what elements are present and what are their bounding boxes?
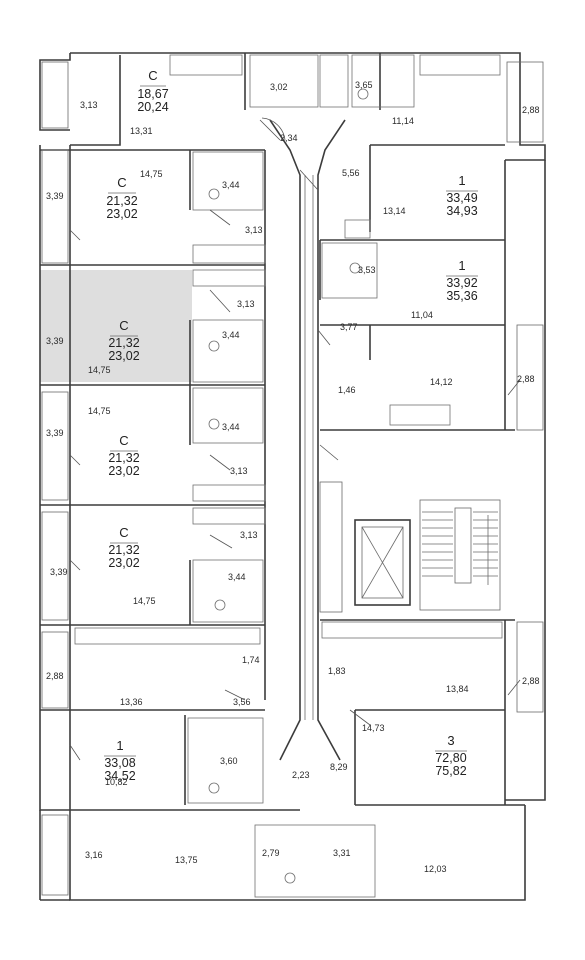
room-area: 13,14	[383, 206, 406, 216]
room-area: 2,88	[522, 105, 540, 115]
apartment-label-1-3308[interactable]: 1 33,08 34,52	[104, 738, 136, 783]
stairwell	[319, 481, 501, 613]
room-area: 12,03	[424, 864, 447, 874]
apartment-label-1-3392[interactable]: 1 33,92 35,36	[446, 258, 478, 303]
room-area: 3,31	[333, 848, 351, 858]
room-area: 3,39	[50, 567, 68, 577]
room-area: 3,60	[220, 756, 238, 766]
svg-text:23,02: 23,02	[108, 349, 139, 363]
selected-apartment-highlight	[80, 270, 192, 382]
svg-text:21,32: 21,32	[108, 451, 139, 465]
room-area: 3,56	[233, 697, 251, 707]
room-area: 13,36	[120, 697, 143, 707]
room-area: 3,77	[340, 322, 358, 332]
svg-text:34,52: 34,52	[104, 769, 135, 783]
room-area: 13,75	[175, 855, 198, 865]
room-area: 3,39	[46, 428, 64, 438]
room-area: 3,13	[237, 299, 255, 309]
svg-text:1: 1	[116, 738, 123, 753]
svg-text:С: С	[148, 68, 157, 83]
room-area: 2,79	[262, 848, 280, 858]
room-area: 5,56	[342, 168, 360, 178]
room-area: 2,23	[292, 770, 310, 780]
room-area: 2,88	[517, 374, 535, 384]
svg-text:33,49: 33,49	[446, 191, 477, 205]
kitchen-counters	[74, 54, 503, 645]
svg-text:С: С	[119, 318, 128, 333]
svg-text:20,24: 20,24	[137, 100, 168, 114]
room-area: 3,13	[240, 530, 258, 540]
svg-text:С: С	[117, 175, 126, 190]
room-area: 2,88	[46, 671, 64, 681]
left-balconies	[41, 61, 69, 896]
left-apartment-walls	[40, 53, 300, 811]
selected-apartment-balcony-highlight	[40, 270, 80, 382]
room-area: 3,44	[222, 422, 240, 432]
room-area: 3,53	[358, 265, 376, 275]
room-area: 1,83	[328, 666, 346, 676]
room-area: 1,46	[338, 385, 356, 395]
room-area-labels: 3,13 13,31 3,02 3,65 2,34 11,14 2,88 5,5…	[46, 80, 540, 874]
svg-text:С: С	[119, 525, 128, 540]
svg-text:21,32: 21,32	[108, 543, 139, 557]
room-area: 11,14	[392, 116, 414, 126]
svg-text:1: 1	[458, 173, 465, 188]
room-area: 1,74	[242, 655, 260, 665]
room-area: 14,75	[88, 365, 111, 375]
apartment-label-c-1867[interactable]: С 18,67 20,24	[137, 68, 168, 114]
right-apartment-walls	[319, 53, 525, 806]
room-area: 3,16	[85, 850, 103, 860]
door-swings	[69, 117, 521, 761]
room-area: 3,02	[270, 82, 288, 92]
svg-text:3: 3	[447, 733, 454, 748]
room-area: 3,13	[245, 225, 263, 235]
room-area: 2,34	[280, 133, 298, 143]
svg-text:21,32: 21,32	[108, 336, 139, 350]
apartment-label-c-2132-d[interactable]: С 21,32 23,02	[108, 525, 139, 570]
room-area: 3,13	[80, 100, 98, 110]
room-area: 13,31	[130, 126, 153, 136]
svg-text:18,67: 18,67	[137, 87, 168, 101]
room-area: 14,75	[140, 169, 163, 179]
room-area: 8,29	[330, 762, 348, 772]
apartment-label-c-2132-b[interactable]: С 21,32 23,02	[108, 318, 139, 363]
room-area: 14,75	[88, 406, 111, 416]
apartment-label-1-3349[interactable]: 1 33,49 34,93	[446, 173, 478, 218]
svg-text:33,08: 33,08	[104, 756, 135, 770]
svg-text:С: С	[119, 433, 128, 448]
right-balconies	[506, 61, 544, 713]
stair-steps	[422, 511, 498, 577]
room-area: 14,73	[362, 723, 385, 733]
room-area: 3,39	[46, 336, 64, 346]
room-area: 11,04	[411, 310, 433, 320]
svg-text:23,02: 23,02	[106, 207, 137, 221]
svg-text:75,82: 75,82	[435, 764, 466, 778]
room-area: 3,39	[46, 191, 64, 201]
room-area: 13,84	[446, 684, 469, 694]
outer-walls	[39, 52, 546, 901]
svg-text:21,32: 21,32	[106, 194, 137, 208]
room-area: 3,65	[355, 80, 373, 90]
svg-text:23,02: 23,02	[108, 464, 139, 478]
room-area: 14,75	[133, 596, 156, 606]
apartment-label-c-2132-a[interactable]: С 21,32 23,02	[106, 175, 137, 221]
apartment-label-c-2132-c[interactable]: С 21,32 23,02	[108, 433, 139, 478]
svg-text:1: 1	[458, 258, 465, 273]
svg-text:33,92: 33,92	[446, 276, 477, 290]
svg-text:72,80: 72,80	[435, 751, 466, 765]
svg-text:35,36: 35,36	[446, 289, 477, 303]
bathroom-fixtures	[187, 54, 415, 898]
room-area: 10,82	[105, 777, 128, 787]
apartment-label-3-7280[interactable]: 3 72,80 75,82	[435, 733, 467, 778]
room-area: 3,44	[222, 330, 240, 340]
corridor	[269, 119, 346, 761]
room-area: 3,44	[228, 572, 246, 582]
room-area: 14,12	[430, 377, 453, 387]
svg-text:23,02: 23,02	[108, 556, 139, 570]
room-area: 3,44	[222, 180, 240, 190]
room-area: 2,88	[522, 676, 540, 686]
room-area: 3,13	[230, 466, 248, 476]
svg-text:34,93: 34,93	[446, 204, 477, 218]
